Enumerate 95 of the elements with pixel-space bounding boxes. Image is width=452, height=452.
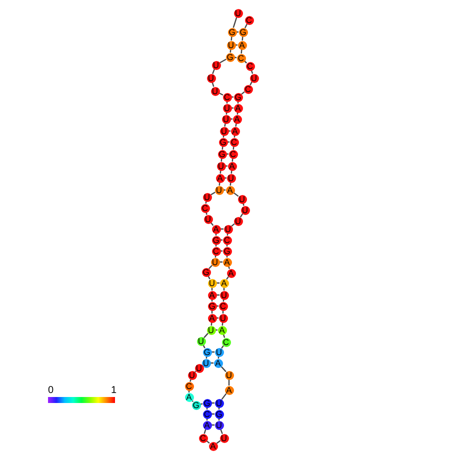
nucleotide-circle: G	[222, 246, 232, 256]
nucleotide-circle: A	[228, 162, 236, 170]
backbone-line	[216, 440, 221, 444]
nucleotide-circle: C	[218, 302, 228, 310]
nucleotide-circle: U	[210, 258, 220, 266]
nucleotide-circle: A	[218, 326, 226, 334]
nucleotide-circle: U	[202, 192, 212, 202]
nucleotide-circle: C	[200, 204, 210, 212]
nucleotide-circle: A	[234, 104, 242, 112]
nucleotide-circle: U	[210, 86, 220, 96]
nucleotide-circle: A	[208, 442, 218, 450]
nucleotide-circle: U	[226, 174, 236, 182]
nucleotide-circle: C	[222, 92, 232, 102]
nucleotide-circle: A	[184, 392, 194, 402]
nucleotide-circle: A	[212, 224, 220, 234]
nucleotide-circle: U	[220, 434, 228, 442]
nucleotide-circle: G	[202, 348, 212, 356]
nucleotide-circle: U	[212, 60, 220, 70]
nucleotide-circle: U	[204, 214, 212, 224]
nucleotide-circle: A	[214, 358, 222, 368]
nucleotide-circle: U	[222, 114, 230, 124]
nucleotide-circle: U	[208, 278, 216, 288]
nucleotide-circle: U	[234, 8, 242, 18]
nucleotide-circle: A	[220, 278, 228, 288]
nucleotide-circle: A	[222, 258, 232, 266]
nucleotide-circle: A	[238, 40, 246, 50]
nucleotide-circle: G	[192, 400, 200, 410]
backbone-line	[220, 58, 226, 64]
nucleotide-circle: G	[238, 28, 248, 36]
nucleotide-circle: C	[246, 62, 254, 70]
nucleotide-circle: A	[230, 126, 240, 136]
nucleotide-circle: U	[240, 206, 250, 214]
nucleotide-circle: C	[244, 84, 252, 94]
nucleotide-circle: U	[194, 364, 204, 372]
nucleotide-circle: A	[226, 268, 236, 278]
nucleotide-circle: G	[234, 92, 242, 102]
nucleotide-circle: G	[208, 302, 216, 310]
nucleotide-circle: U	[224, 370, 234, 380]
backbone-line	[244, 24, 248, 28]
nucleotide-circle: A	[208, 314, 216, 322]
backbone-line	[221, 345, 224, 349]
backbone-line	[218, 92, 224, 96]
nucleotide-circle: G	[228, 28, 236, 36]
nucleotide-circle: U	[250, 74, 258, 82]
nucleotide-circle: U	[214, 186, 224, 194]
nucleotide-circle: G	[226, 52, 234, 62]
nucleotide-circle: U	[224, 224, 232, 234]
nucleotide-circle: A	[232, 114, 242, 124]
nucleotide-circle: U	[216, 162, 226, 170]
nucleotide-circle: G	[218, 138, 228, 146]
scale-tick-label: 0	[48, 386, 54, 396]
backbone-line	[231, 223, 235, 227]
nucleotide-circle: U	[234, 216, 242, 226]
nucleotide-circle: G	[202, 268, 210, 276]
backbone-line	[232, 17, 238, 28]
nucleotide-circle: U	[202, 358, 210, 368]
nucleotide-circle: C	[184, 382, 194, 390]
nucleotide-circle: C	[222, 236, 232, 244]
nucleotide-circle: A	[208, 290, 216, 300]
nucleotide-circle: A	[226, 186, 234, 194]
nucleotide-circle: C	[198, 434, 208, 442]
nucleotide-circle: C	[228, 150, 238, 158]
backbone-line	[250, 82, 252, 86]
nucleotide-circle: A	[216, 174, 224, 182]
nucleotide-circle: U	[206, 326, 216, 334]
backbone-line	[221, 393, 227, 400]
scale-tick-label: 1	[111, 386, 117, 396]
nucleotide-circle: U	[238, 194, 246, 204]
nucleotide-circle: A	[202, 420, 212, 430]
nucleotide-circle: U	[206, 74, 216, 82]
backbone-line	[210, 192, 216, 196]
nucleotide-circle: U	[220, 126, 228, 136]
nucleotide-circle: U	[226, 40, 236, 50]
backbone-line	[226, 276, 229, 280]
nucleotide-circle: C	[230, 138, 238, 146]
nucleotide-circle: U	[220, 290, 228, 300]
nucleotide-circle: U	[214, 398, 224, 408]
nucleotide-circle: U	[214, 420, 224, 430]
nucleotide-circle: U	[222, 104, 232, 112]
nucleotide-circle: C	[222, 338, 230, 346]
nucleotide-circle: G	[202, 398, 212, 408]
nucleotide-circle: U	[214, 348, 224, 356]
nucleotide-circle: U	[188, 370, 196, 380]
nucleotide-circle: G	[218, 150, 226, 158]
nucleotide-circle: U	[196, 336, 206, 346]
nucleotide-circle: C	[202, 410, 212, 418]
backbone-line	[241, 91, 245, 95]
nucleotide-circle: U	[218, 314, 228, 322]
nucleotide-circle: C	[212, 246, 220, 256]
nucleotide-circle: G	[214, 410, 224, 418]
nucleotide-circle: G	[212, 236, 220, 244]
backbone-line	[194, 370, 196, 372]
nucleotide-circle: C	[236, 54, 246, 62]
nucleotide-circle: C	[244, 16, 254, 24]
nucleotide-circle: A	[224, 386, 234, 394]
